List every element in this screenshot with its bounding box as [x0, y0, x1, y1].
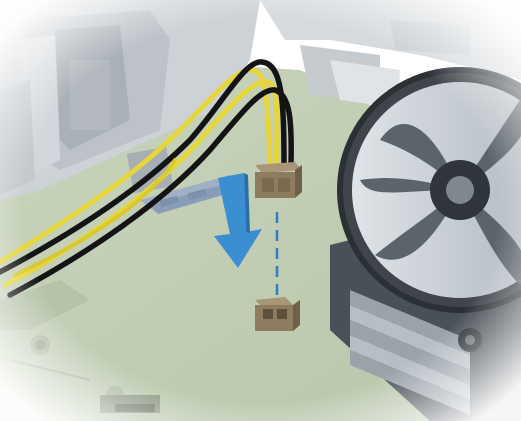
vignette-overlay [0, 0, 521, 421]
illustration-canvas [0, 0, 521, 421]
installation-illustration [0, 0, 521, 421]
